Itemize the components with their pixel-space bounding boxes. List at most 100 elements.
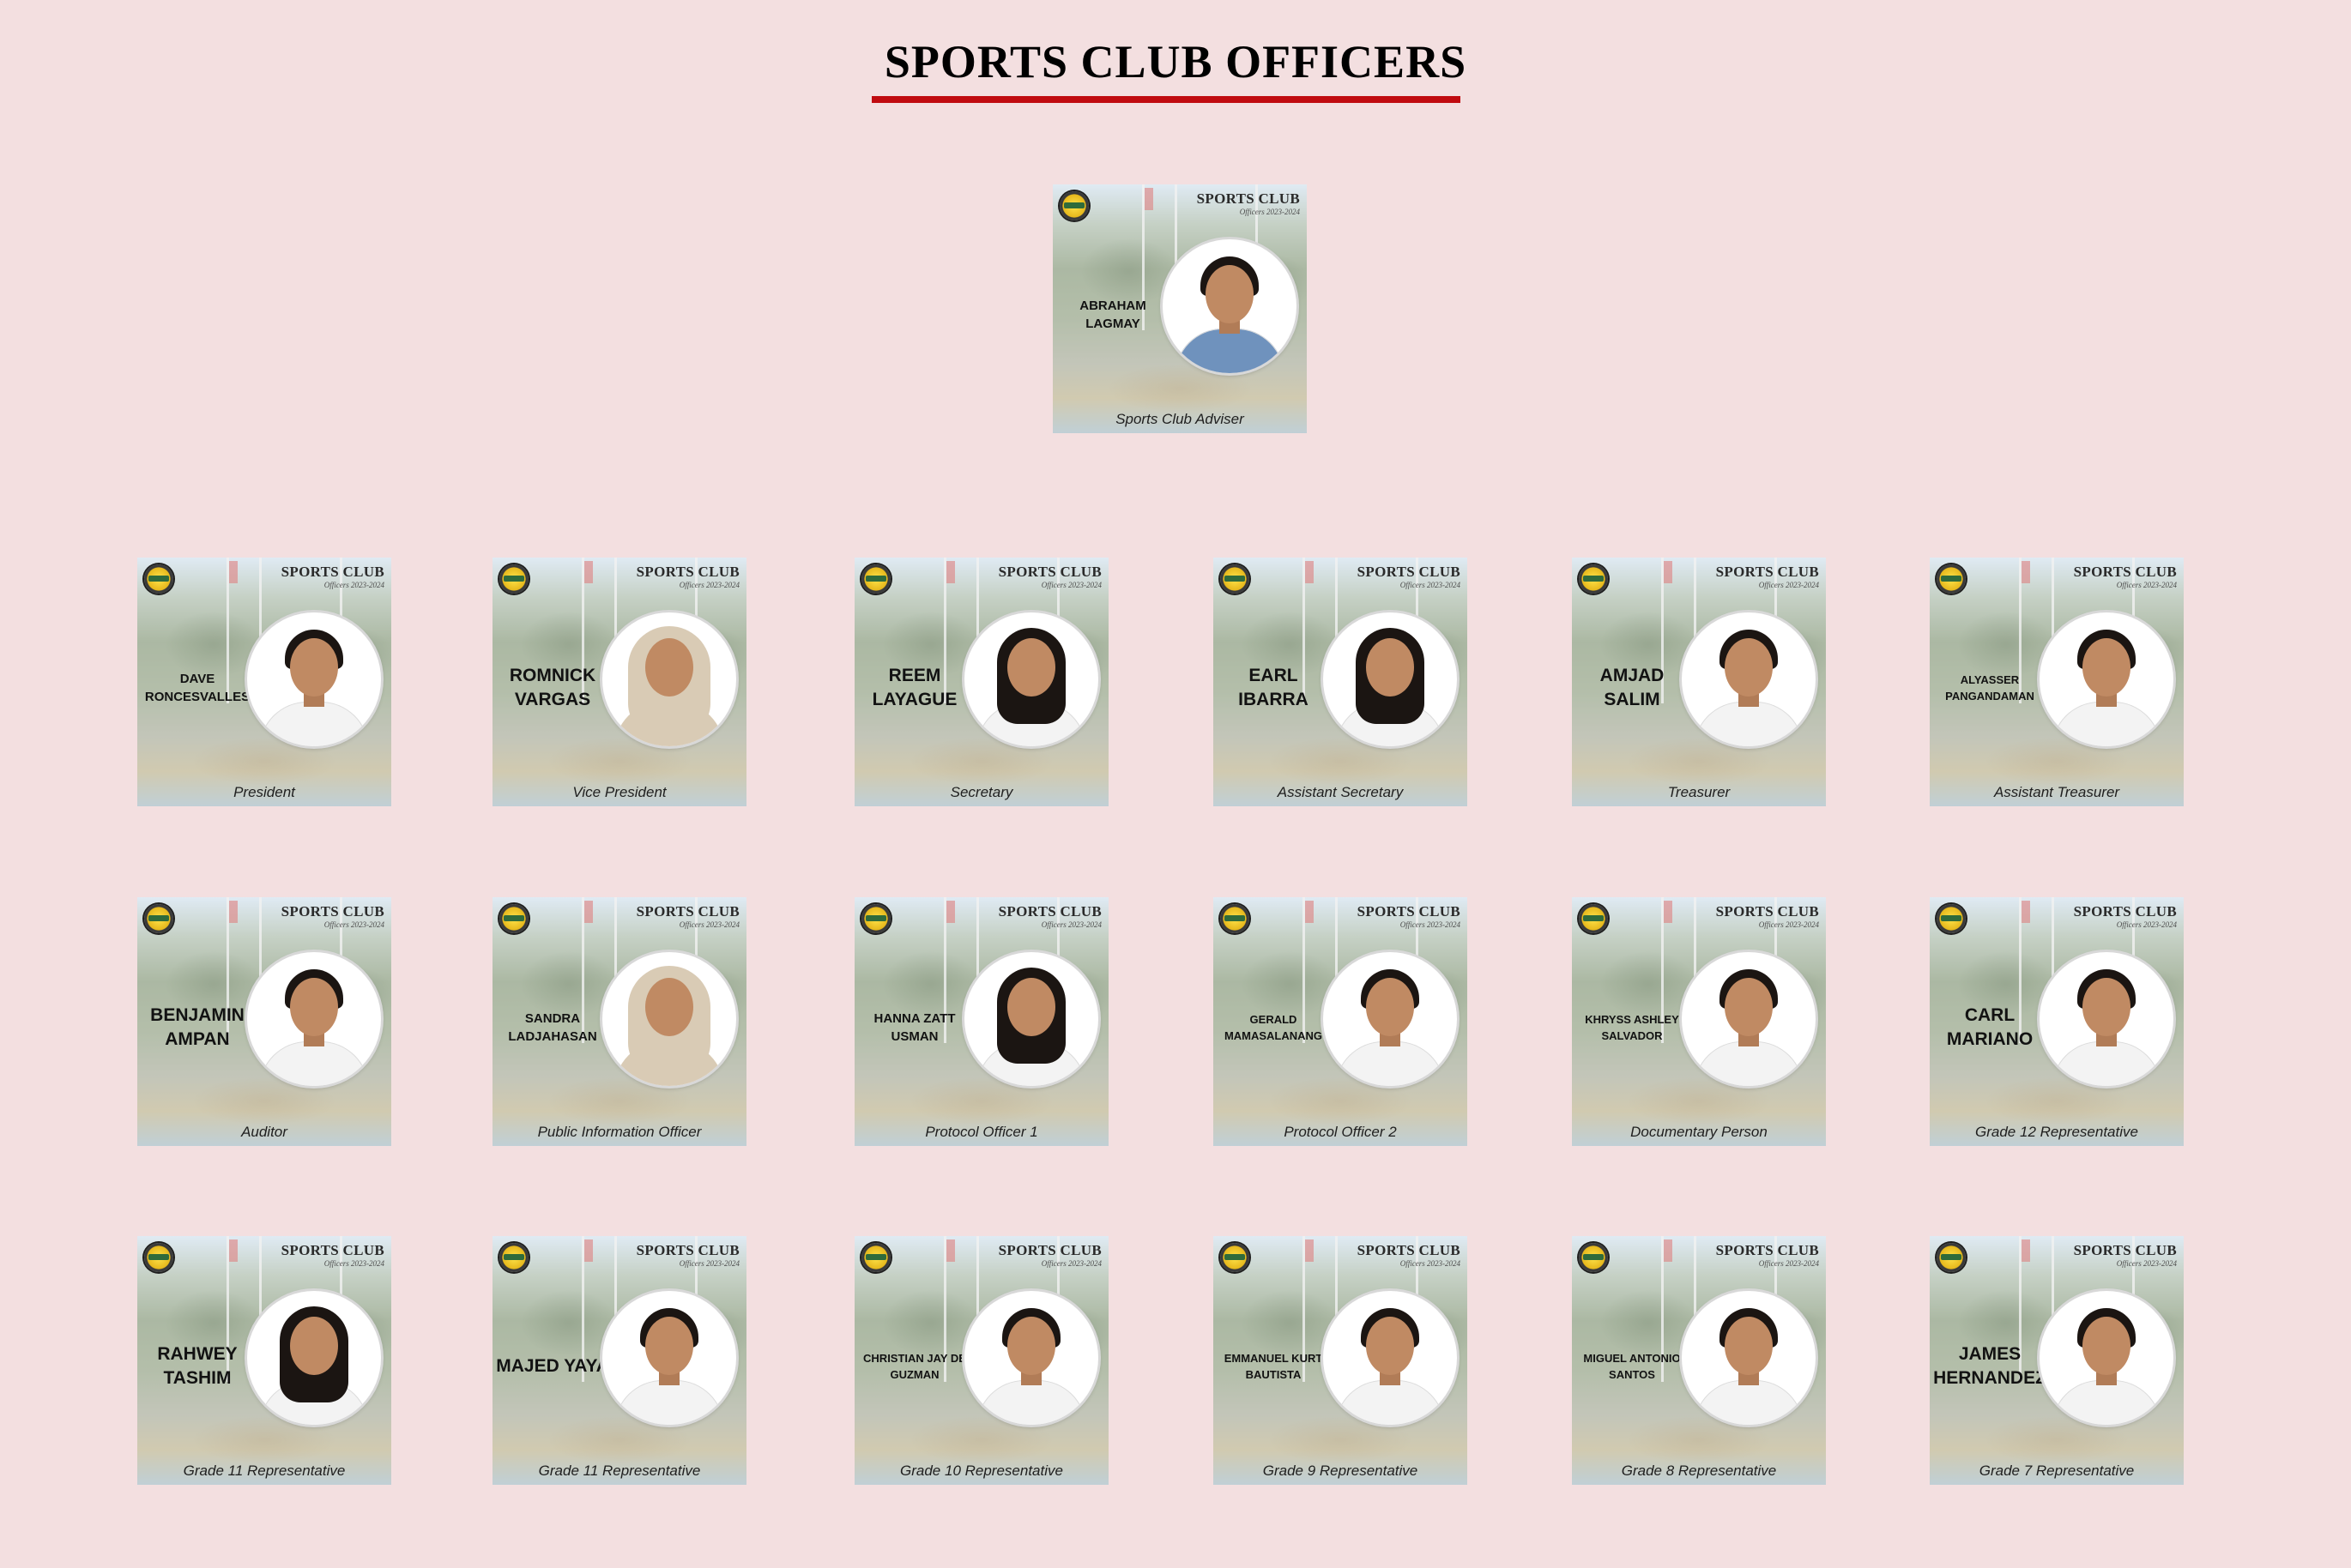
flagpole [582, 558, 593, 703]
photo-shirt [1335, 1380, 1445, 1425]
flagpole [1302, 1236, 1314, 1382]
flagpole [1661, 558, 1672, 703]
flagpole [2019, 1236, 2030, 1382]
club-logo-icon [144, 1243, 173, 1272]
card-brand-title: SPORTS CLUB [2073, 1242, 2177, 1258]
officer-role: Secretary [950, 784, 1013, 800]
officer-role: Protocol Officer 2 [1284, 1124, 1397, 1140]
flag [2022, 901, 2030, 923]
card-brand-subtitle: Officers 2023-2024 [1758, 920, 1819, 929]
flagpole [1302, 558, 1314, 703]
club-logo-icon [1579, 564, 1608, 594]
officer-name: CARL MARIANO [1946, 1005, 2034, 1049]
photo-shirt [2052, 702, 2161, 746]
officer-name: ALYASSER PANGANDAMAN [1945, 673, 2034, 703]
card-brand-title: SPORTS CLUB [2073, 903, 2177, 920]
flag [1305, 1239, 1314, 1262]
flag [1305, 901, 1314, 923]
card-brand-subtitle: Officers 2023-2024 [323, 920, 384, 929]
officer-role: Grade 11 Representative [183, 1462, 346, 1479]
card-brand-subtitle: Officers 2023-2024 [1399, 581, 1460, 589]
card-brand-title: SPORTS CLUB [636, 903, 740, 920]
flag [946, 1239, 955, 1262]
flag [1664, 1239, 1672, 1262]
card-brand-subtitle: Officers 2023-2024 [1399, 920, 1460, 929]
photo-shirt [1694, 1380, 1804, 1425]
photo-face [1007, 1317, 1055, 1375]
officer-photo [1163, 239, 1296, 373]
flag [2022, 1239, 2030, 1262]
officer-name: DAVE RONCESVALLES [144, 672, 251, 704]
card-brand-title: SPORTS CLUB [998, 1242, 1102, 1258]
flagpole [259, 558, 262, 686]
flag [1145, 188, 1153, 210]
card-brand-title: SPORTS CLUB [1357, 564, 1460, 580]
card-brand-subtitle: Officers 2023-2024 [679, 920, 740, 929]
officer-photo [602, 612, 736, 746]
flagpole [614, 558, 617, 686]
photo-face [645, 1317, 693, 1375]
photo-face [1725, 978, 1773, 1036]
flagpole [1335, 1236, 1338, 1365]
flag [946, 561, 955, 583]
photo-shirt [1694, 702, 1804, 746]
officer-name: EARL IBARRA [1238, 666, 1308, 709]
photo-face [2082, 638, 2130, 697]
flag [229, 1239, 238, 1262]
card-brand-title: SPORTS CLUB [636, 564, 740, 580]
officer-role: Grade 8 Representative [1621, 1462, 1777, 1479]
officer-role: President [233, 784, 295, 800]
flagpole [1142, 184, 1153, 330]
club-logo-icon [1937, 564, 1966, 594]
flagpole [227, 1236, 238, 1382]
flag [584, 901, 593, 923]
officer-photo [2040, 952, 2173, 1086]
photo-shirt [614, 1380, 724, 1425]
flag [2022, 561, 2030, 583]
officer-role: Sports Club Adviser [1115, 411, 1244, 427]
photo-face [1007, 638, 1055, 697]
flag [1664, 561, 1672, 583]
club-logo-icon [1937, 904, 1966, 933]
card-brand-title: SPORTS CLUB [1196, 190, 1300, 207]
card-brand-title: SPORTS CLUB [1715, 564, 1819, 580]
card-brand-subtitle: Officers 2023-2024 [679, 581, 740, 589]
officer-role: Assistant Treasurer [1993, 784, 2120, 800]
flagpole [582, 897, 593, 1043]
officer-photo [1323, 952, 1457, 1086]
officer-role: Grade 12 Representative [1975, 1124, 2138, 1140]
club-logo-icon [144, 904, 173, 933]
club-logo-icon [1220, 564, 1249, 594]
club-logo-icon [1220, 1243, 1249, 1272]
officer-name: REEM LAYAGUE [872, 666, 958, 709]
photo-face [2082, 1317, 2130, 1375]
flagpole [976, 558, 979, 686]
flagpole [1661, 1236, 1672, 1382]
photo-face [1206, 265, 1254, 323]
card-brand-subtitle: Officers 2023-2024 [1758, 581, 1819, 589]
card-brand-subtitle: Officers 2023-2024 [1758, 1259, 1819, 1268]
photo-face [1366, 638, 1414, 697]
flagpole [944, 558, 955, 703]
photo-face [1007, 978, 1055, 1036]
officer-name: CHRISTIAN JAY DE GUZMAN [863, 1352, 966, 1381]
club-logo-icon [499, 1243, 529, 1272]
card-brand-subtitle: Officers 2023-2024 [1239, 208, 1300, 216]
